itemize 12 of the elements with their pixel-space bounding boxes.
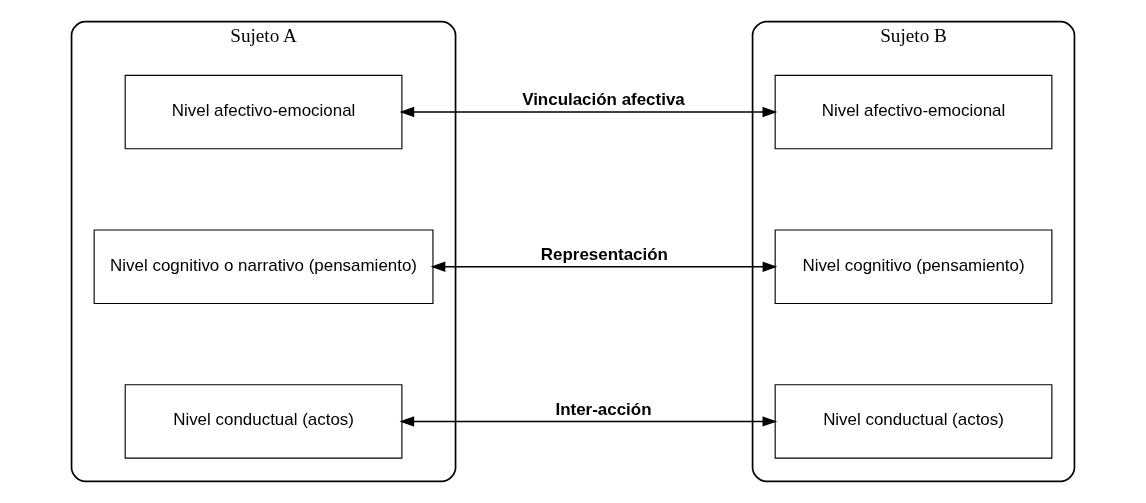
edge-label: Vinculación afectiva [522, 90, 685, 110]
edge-label: Inter-acción [555, 399, 652, 419]
node-box: Nivel afectivo-emocional [774, 74, 1053, 150]
node-box: Nivel afectivo-emocional [124, 74, 403, 150]
arrow [399, 416, 778, 427]
node-box: Nivel cognitivo (pensamiento) [774, 229, 1053, 304]
node-box: Nivel conductual (actos) [124, 384, 403, 459]
node-box: Nivel cognitivo o narrativo (pensamiento) [93, 229, 434, 304]
edge-label: Representación [540, 244, 668, 264]
arrow [399, 106, 778, 118]
arrow [430, 261, 778, 272]
node-box: Nivel conductual (actos) [774, 384, 1053, 459]
